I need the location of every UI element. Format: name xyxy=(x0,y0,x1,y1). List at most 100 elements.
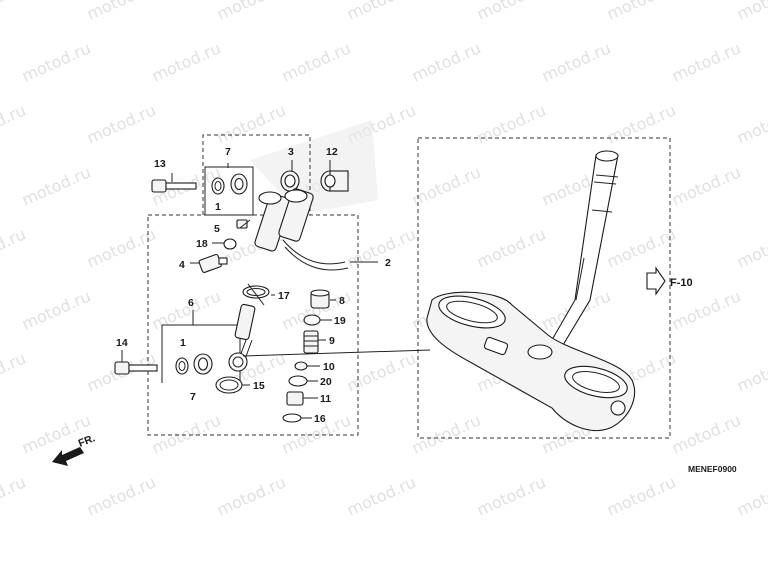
watermark-text: motod.ru xyxy=(409,38,484,85)
watermark-text: motod.ru xyxy=(84,0,159,24)
housing xyxy=(254,188,314,252)
callout-14: 14 xyxy=(116,337,128,349)
watermark-text: motod.ru xyxy=(214,472,289,519)
cap-8 xyxy=(310,289,330,309)
part-10 xyxy=(294,361,308,371)
watermark-text: motod.ru xyxy=(214,0,289,24)
watermark-text: motod.ru xyxy=(474,472,549,519)
assembly-frame-upper xyxy=(202,134,311,215)
callout-3: 3 xyxy=(288,146,294,158)
watermark-text: motod.ru xyxy=(734,348,768,395)
watermark-text: motod.ru xyxy=(734,472,768,519)
watermark-text: motod.ru xyxy=(0,224,29,271)
watermark-text: motod.ru xyxy=(734,0,768,24)
watermark-layer: motod.ru motod.ru motod.ru motod.ru motod.ru… xyxy=(0,0,768,520)
nut-11 xyxy=(286,391,304,406)
watermark-text: motod.ru xyxy=(19,410,94,457)
front-direction-arrow xyxy=(52,447,84,466)
watermark-text: motod.ru xyxy=(409,410,484,457)
callout-16: 16 xyxy=(314,413,326,425)
triple-clamp xyxy=(426,291,636,432)
callout-19: 19 xyxy=(334,315,346,327)
reference-label: F-10 xyxy=(670,277,693,289)
callout-5: 5 xyxy=(214,223,220,235)
seal-1-lower xyxy=(175,357,189,375)
callout-4: 4 xyxy=(179,259,185,271)
watermark-text: motod.ru xyxy=(669,38,744,85)
callout-18: 18 xyxy=(196,238,208,250)
watermark-text: motod.ru xyxy=(344,0,419,24)
bolt-13 xyxy=(151,179,197,193)
watermark-text: motod.ru xyxy=(0,472,29,519)
watermark-text: motod.ru xyxy=(19,162,94,209)
watermark-text: motod.ru xyxy=(669,410,744,457)
watermark-text: motod.ru xyxy=(604,0,679,24)
callout-6: 6 xyxy=(188,297,194,309)
subkit-box-upper xyxy=(204,166,254,216)
watermark-text: motod.ru xyxy=(539,38,614,85)
watermark-text: motod.ru xyxy=(149,38,224,85)
callout-9: 9 xyxy=(329,335,335,347)
hose xyxy=(282,239,349,271)
callout-1-upper: 1 xyxy=(215,201,221,213)
watermark-text: motod.ru xyxy=(214,100,289,147)
watermark-text: motod.ru xyxy=(0,100,29,147)
watermark-text: motod.ru xyxy=(279,38,354,85)
leader-lines xyxy=(121,160,431,419)
watermark-text: motod.ru xyxy=(604,224,679,271)
watermark-text: motod.ru xyxy=(149,286,224,333)
watermark-text: motod.ru xyxy=(344,224,419,271)
watermark-text: motod.ru xyxy=(474,100,549,147)
watermark-text: motod.ru xyxy=(344,472,419,519)
spring-9 xyxy=(303,330,319,354)
callout-8: 8 xyxy=(339,295,345,307)
seal-1-upper xyxy=(211,177,225,195)
callout-20: 20 xyxy=(320,376,332,388)
ring-15 xyxy=(215,376,243,394)
bleeder-4 xyxy=(198,253,228,273)
ring-20 xyxy=(288,375,308,387)
watermark-text: motod.ru xyxy=(84,472,159,519)
diagram-code: MENEF0900 xyxy=(688,464,737,474)
washer-16 xyxy=(282,413,302,423)
watermark-text: motod.ru xyxy=(84,224,159,271)
callout-1-lower: 1 xyxy=(180,337,186,349)
nipple-5 xyxy=(236,219,248,229)
ring-3 xyxy=(280,170,300,192)
callout-12: 12 xyxy=(326,146,338,158)
watermark-text: motod.ru xyxy=(474,224,549,271)
rod-6 xyxy=(228,303,256,372)
callout-7-upper: 7 xyxy=(225,146,231,158)
callout-2: 2 xyxy=(385,257,391,269)
watermark-text: motod.ru xyxy=(604,100,679,147)
oring-17 xyxy=(242,285,270,299)
seal-7-upper xyxy=(230,173,248,195)
callout-10: 10 xyxy=(323,361,335,373)
oring-18 xyxy=(223,238,237,250)
watermark-text: motod.ru xyxy=(19,38,94,85)
seal-7-lower xyxy=(193,353,213,375)
callout-17: 17 xyxy=(278,290,290,302)
watermark-text: motod.ru xyxy=(19,286,94,333)
watermark-text: motod.ru xyxy=(409,162,484,209)
washer-19 xyxy=(303,314,321,326)
callout-7-lower: 7 xyxy=(190,391,196,403)
watermark-text: motod.ru xyxy=(669,286,744,333)
watermark-text: motod.ru xyxy=(149,410,224,457)
watermark-text: motod.ru xyxy=(669,162,744,209)
watermark-text: motod.ru xyxy=(344,348,419,395)
callout-11: 11 xyxy=(320,393,331,405)
assembly-frame-right xyxy=(417,137,671,439)
watermark-text: motod.ru xyxy=(0,348,29,395)
cap-12 xyxy=(320,170,349,192)
front-direction-label: FR. xyxy=(77,432,97,449)
watermark-text: motod.ru xyxy=(734,224,768,271)
watermark-text: motod.ru xyxy=(734,100,768,147)
watermark-text: motod.ru xyxy=(84,100,159,147)
reference-arrow xyxy=(646,266,666,296)
watermark-text: motod.ru xyxy=(474,0,549,24)
watermark-text: motod.ru xyxy=(0,0,29,24)
callout-13: 13 xyxy=(154,158,166,170)
callout-15: 15 xyxy=(253,380,265,392)
